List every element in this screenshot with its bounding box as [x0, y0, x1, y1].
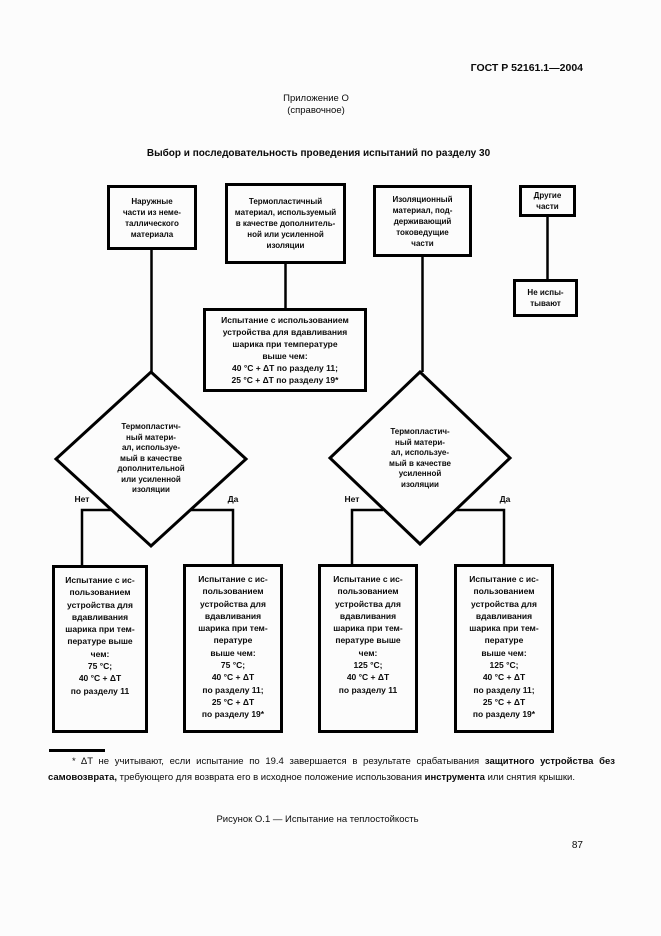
figure-title: Выбор и последовательность проведения ис…: [146, 148, 491, 159]
decision-left-text: Термопластич- ный матери- ал, используе-…: [117, 422, 185, 494]
node-thermoplastic-supplementary: Термопластичный материал, используемый в…: [225, 183, 346, 264]
figure-caption: Рисунок О.1 — Испытание на теплостойкост…: [216, 814, 419, 825]
node-result-75: Испытание с ис- пользованием устройства …: [52, 565, 148, 733]
node-other-parts: Другие части: [519, 185, 576, 217]
node-result-125-25: Испытание с ис- пользованием устройства …: [454, 564, 554, 733]
footnote-rule: [49, 749, 105, 752]
branch-right-yes-line: [455, 508, 506, 565]
branch-label-left-no: Нет: [74, 494, 90, 504]
footnote-text: * ΔT не учитывают, если испытание по 19.…: [48, 756, 615, 783]
branch-right-no-line: [350, 508, 383, 565]
branch-left-no-line: [80, 508, 111, 566]
node-result-75-25: Испытание с ис- пользованием устройства …: [183, 564, 283, 733]
node-not-tested: Не испы- тывают: [513, 279, 578, 317]
annex-title: Приложение О: [283, 93, 349, 104]
node-ball-pressure-condition: Испытание с использованием устройства дл…: [203, 308, 367, 392]
annex-heading: Приложение О (справочное): [0, 93, 632, 117]
doc-number: ГОСТ Р 52161.1—2004: [470, 62, 583, 74]
page-number: 87: [571, 840, 583, 851]
node-insulating-material: Изоляционный материал, под- держивающий …: [373, 185, 472, 257]
annex-subtitle: (справочное): [287, 105, 345, 116]
branch-label-left-yes: Да: [227, 494, 239, 504]
decision-right-text: Термопластич- ный матери- ал, используе-…: [389, 427, 451, 489]
branch-label-right-no: Нет: [344, 494, 360, 504]
branch-label-right-yes: Да: [499, 494, 511, 504]
branch-left-yes-line: [190, 508, 235, 566]
node-nonmetallic-parts: Наружные части из неме- таллического мат…: [107, 185, 197, 250]
node-result-125: Испытание с ис- пользованием устройства …: [318, 564, 418, 733]
